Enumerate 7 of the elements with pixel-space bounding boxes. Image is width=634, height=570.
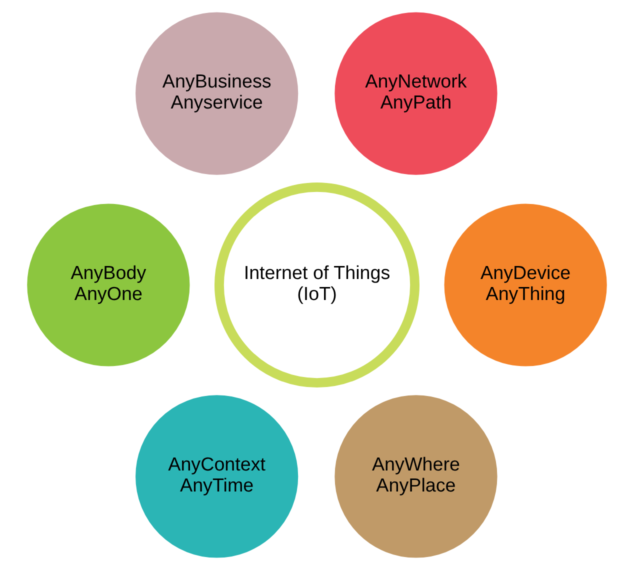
node-circle: AnyContext AnyTime xyxy=(136,395,298,558)
node-circle: Internet of Things (IoT) xyxy=(214,182,420,388)
node-circle: AnyDevice AnyThing xyxy=(444,204,607,366)
node-circle: AnyNetwork AnyPath xyxy=(334,12,498,175)
node-circle: AnyWhere AnyPlace xyxy=(334,395,498,558)
node-circle: AnyBody AnyOne xyxy=(27,204,190,366)
node-circle: AnyBusiness Anyservice xyxy=(136,12,298,175)
